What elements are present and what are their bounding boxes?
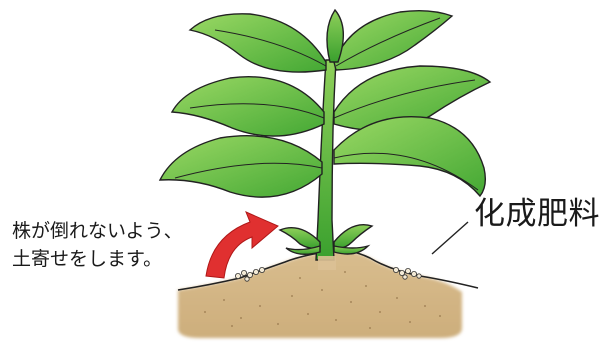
hilling-note: 株が倒れないよう、 土寄せをします。 bbox=[12, 217, 183, 273]
fertilizer-leader-line bbox=[431, 221, 469, 255]
plant-leaves bbox=[158, 8, 492, 255]
fertilizer-label: 化成肥料 bbox=[474, 196, 600, 232]
fertilizer-pellets-left bbox=[234, 266, 265, 282]
curved-arrow-icon bbox=[205, 211, 279, 279]
note-line-1: 株が倒れないよう、 bbox=[12, 220, 183, 242]
fertilizer-pellets-right bbox=[392, 266, 422, 280]
note-line-2: 土寄せをします。 bbox=[12, 248, 163, 270]
